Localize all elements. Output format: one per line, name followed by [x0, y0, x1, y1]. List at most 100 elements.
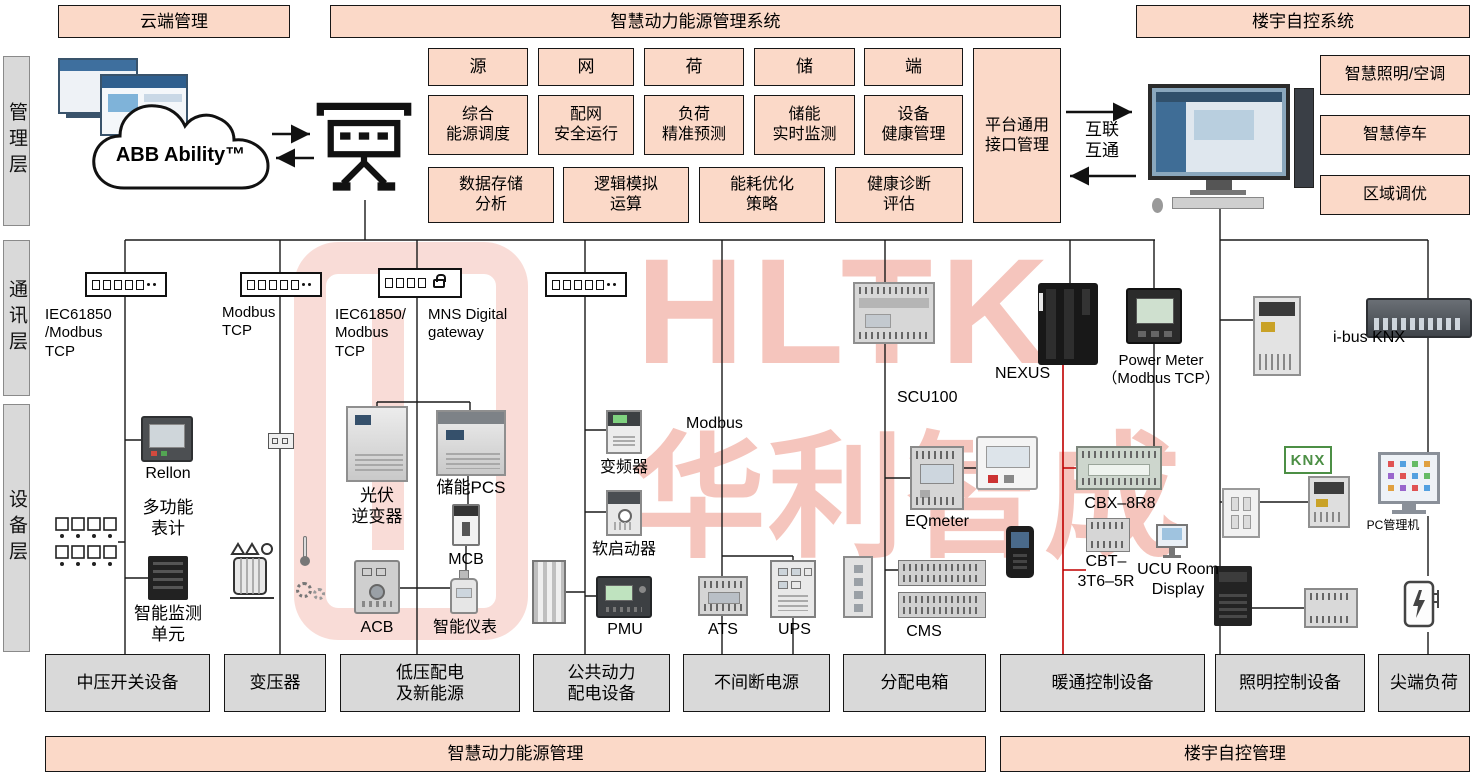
category-peak-load: 尖端负荷 [1378, 654, 1470, 712]
line-meter-box [268, 433, 294, 449]
modbus-label: Modbus [686, 415, 743, 432]
knx-logo-text: KNX [1290, 451, 1326, 469]
pmu-label: PMU [607, 621, 643, 638]
pcs-device [436, 410, 506, 476]
busbar-icon [532, 560, 566, 624]
acb-label: ACB [360, 619, 394, 636]
cms-module-2 [898, 592, 986, 618]
nexus-device [1038, 283, 1098, 365]
ups-label: UPS [778, 621, 811, 638]
grid-health-diagnosis: 健康诊断 评估 [835, 167, 963, 223]
footer-building-automation-management: 楼宇自控管理 [1000, 736, 1470, 772]
cms-module-1 [898, 560, 986, 586]
layer-label-communication: 通讯层 [3, 240, 30, 396]
grid-terminal: 端 [864, 48, 963, 86]
lock-icon [433, 273, 446, 288]
smart-meter-label: 智能仪表 [432, 619, 497, 636]
cbt-device [1086, 518, 1130, 552]
multi-meter-label: 多功能 表计 [142, 498, 194, 538]
ibus-knx-label: i-bus KNX [1333, 329, 1406, 346]
category-ups: 不间断电源 [683, 654, 830, 712]
grid-network: 网 [538, 48, 634, 86]
handheld-device [1006, 526, 1034, 578]
scu100-label: SCU100 [897, 389, 958, 406]
gateway2-label: Modbus TCP [222, 304, 276, 340]
ucu-label: UCU Room Display [1137, 561, 1219, 598]
rellon-label: Rellon [145, 465, 191, 482]
smart-meter-device [450, 570, 478, 614]
category-hvac-control: 暖通控制设备 [1000, 654, 1205, 712]
footer-smart-energy-management: 智慧动力能源管理 [45, 736, 986, 772]
interlink-label: 互联 互通 [1085, 120, 1119, 160]
category-lv-new-energy: 低压配电 及新能源 [340, 654, 520, 712]
right-item-lighting-hvac: 智慧照明/空调 [1320, 55, 1470, 95]
din-controller-device [1214, 566, 1252, 626]
pv-inverter-label: 光伏 逆变器 [351, 486, 403, 526]
nexus-label: NEXUS [995, 365, 1051, 382]
cbt-label: CBT– 3T6–5R [1077, 553, 1135, 590]
ev-charger-icon [1402, 576, 1444, 632]
gears-icon [296, 578, 330, 604]
grid-load-forecast: 负荷 精准预测 [644, 95, 744, 155]
grid-storage-monitor: 储能 实时监测 [754, 95, 855, 155]
ups-device [770, 560, 816, 618]
cms-label: CMS [906, 623, 942, 640]
gateway1-icon [85, 272, 167, 297]
grid-logic-simulation: 逻辑模拟 运算 [563, 167, 689, 223]
grid-storage: 储 [754, 48, 855, 86]
monitor-unit-device [148, 556, 188, 600]
header-cloud-management: 云端管理 [58, 5, 290, 38]
knx-logo: KNX [1284, 446, 1332, 474]
ibus-module-device [1304, 588, 1358, 628]
pv-inverter-device [346, 406, 408, 482]
category-lighting-control: 照明控制设备 [1215, 654, 1365, 712]
category-mv-switchgear: 中压开关设备 [45, 654, 210, 712]
cms-strip-device [843, 556, 873, 618]
pmu-device [596, 576, 652, 618]
layer-label-management: 管理层 [3, 56, 30, 226]
pc-workstation-device [1378, 452, 1440, 516]
soft-starter-label: 软启动器 [591, 541, 656, 558]
pc-app-icons [1388, 461, 1394, 467]
keypad-device [1222, 488, 1260, 538]
right-item-zone-tuning: 区域调优 [1320, 175, 1470, 215]
grid-load: 荷 [644, 48, 744, 86]
central-server-icon [312, 96, 416, 200]
gateway3-label: IEC61850/ Modbus TCP [335, 306, 406, 360]
grid-device-health: 设备 健康管理 [864, 95, 963, 155]
transformer-icon [226, 540, 278, 602]
cloud-icon [92, 104, 270, 190]
pcs-label: 储能PCS [436, 478, 506, 497]
header-building-automation: 楼宇自控系统 [1136, 5, 1470, 38]
scu100-device [853, 282, 935, 344]
grid-data-storage: 数据存储 分析 [428, 167, 554, 223]
grid-energy-optimization: 能耗优化 策略 [699, 167, 825, 223]
grid-grid-safety: 配网 安全运行 [538, 95, 634, 155]
category-distribution-box: 分配电箱 [843, 654, 986, 712]
network-switch-device [1366, 298, 1472, 338]
abb-ability-label: ABB Ability™ [115, 144, 246, 166]
pc-workstation-label: PC管理机 [1366, 518, 1420, 532]
gateway1-label: IEC61850 /Modbus TCP [45, 306, 112, 360]
ibus-gateway-device [1253, 296, 1301, 376]
building-management-computer [1140, 80, 1318, 213]
acb-device [354, 560, 400, 614]
ucu-display-device [1156, 524, 1188, 560]
ats-label: ATS [708, 621, 738, 638]
grid-source: 源 [428, 48, 528, 86]
category-public-power: 公共动力 配电设备 [533, 654, 670, 712]
grid-energy-dispatch: 综合 能源调度 [428, 95, 528, 155]
mns-gateway-label: MNS Digital gateway [428, 306, 508, 342]
platform-interface-box: 平台通用 接口管理 [973, 48, 1061, 223]
ibus-actuator-device [1308, 476, 1350, 528]
rellon-relay-device [141, 416, 193, 462]
abb-ability-cloud: ABB Ability™ [86, 96, 276, 196]
gateway2-icon [240, 272, 322, 297]
keypad-buttons [1231, 497, 1251, 529]
monitor-unit-label: 智能监测 单元 [134, 604, 202, 644]
mcb-label: MCB [448, 551, 484, 568]
soft-starter-device [606, 490, 642, 536]
right-item-parking: 智慧停车 [1320, 115, 1470, 155]
